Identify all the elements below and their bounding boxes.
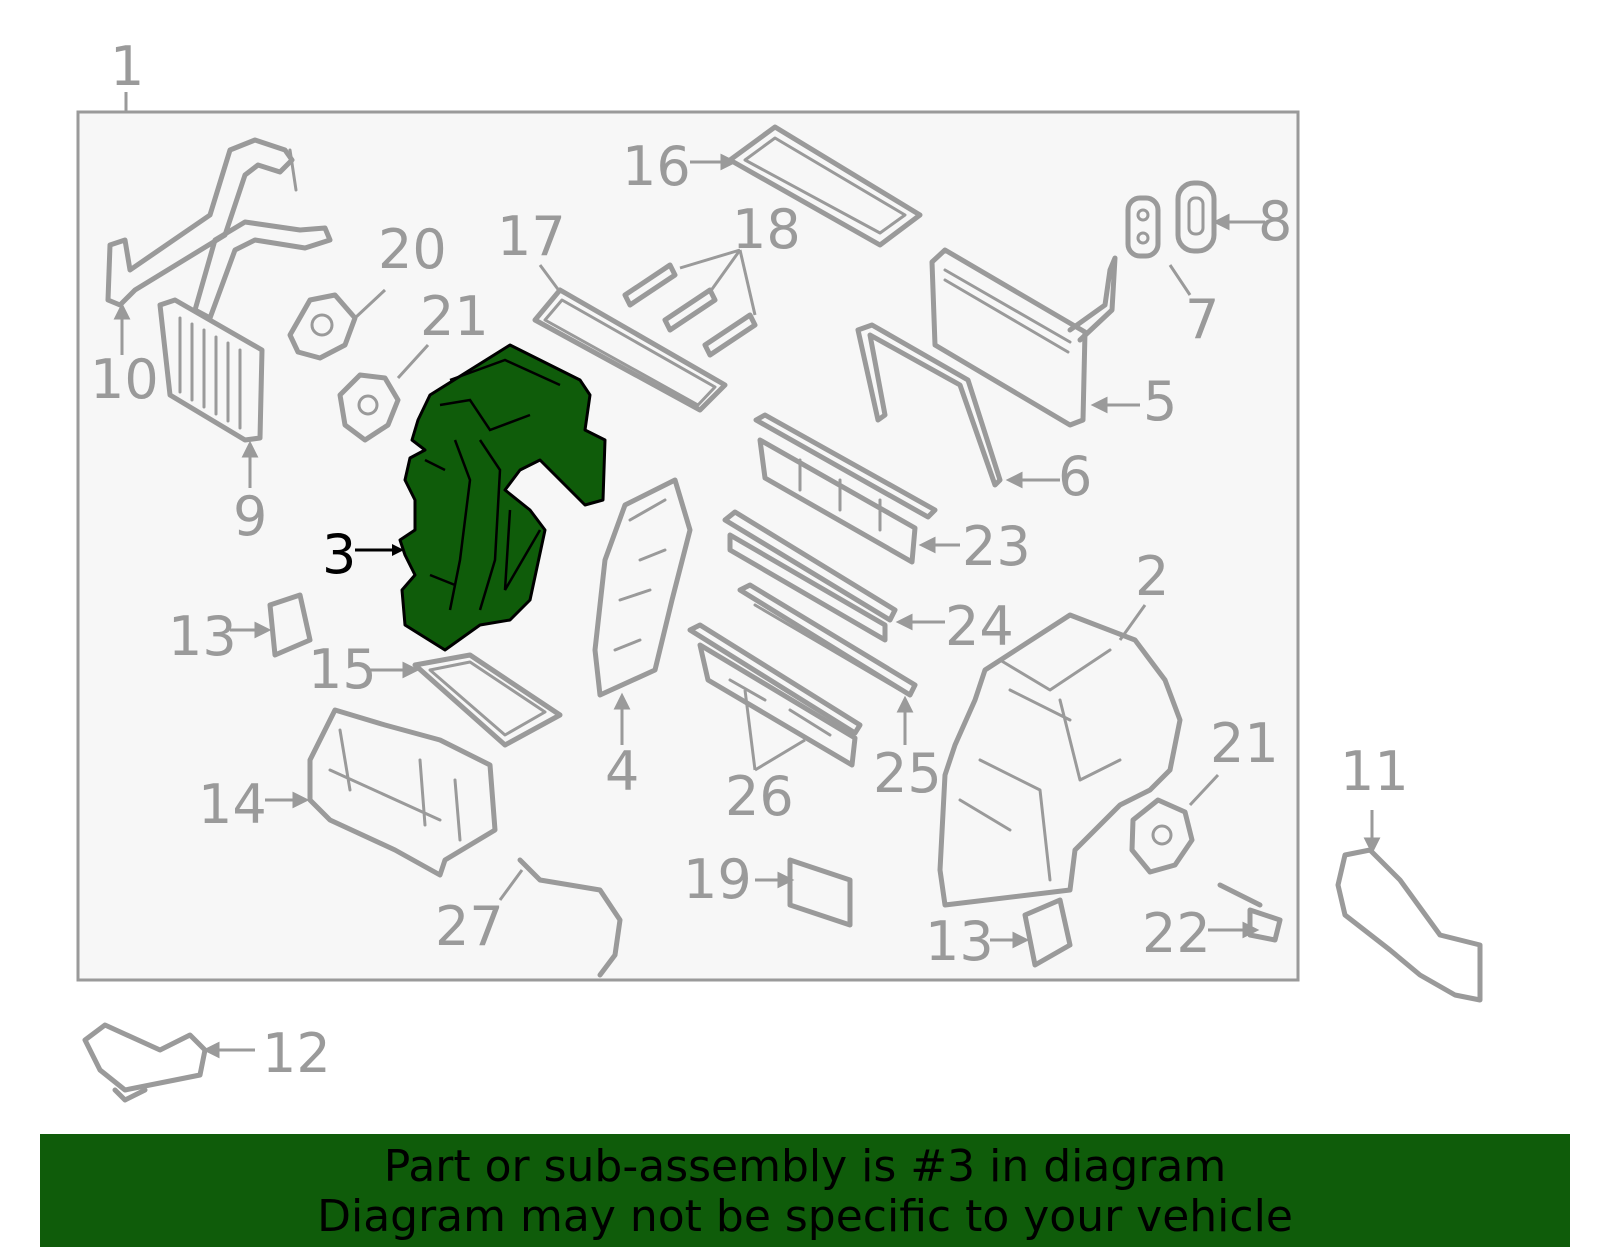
- part-9-heater-core[interactable]: [157, 297, 265, 443]
- part-21-actuator-left[interactable]: [337, 372, 401, 443]
- callout-24: 24: [945, 595, 1014, 658]
- callout-7: 7: [1185, 288, 1219, 351]
- part-13-seal-left[interactable]: [267, 592, 313, 658]
- part-8-seal[interactable]: [1175, 180, 1217, 254]
- callout-15: 15: [308, 638, 377, 701]
- callout-21a: 21: [420, 285, 489, 348]
- part-18-seals[interactable]: [622, 262, 758, 358]
- leader-arrows: [113, 153, 1381, 1059]
- callout-16: 16: [622, 135, 691, 198]
- callout-2: 2: [1135, 545, 1169, 608]
- part-12-duct[interactable]: [82, 1022, 208, 1103]
- banner-line-2: Diagram may not be specific to your vehi…: [317, 1191, 1293, 1242]
- callout-25: 25: [873, 742, 942, 805]
- callout-4: 4: [605, 740, 639, 803]
- banner-line-1: Part or sub-assembly is #3 in diagram: [383, 1141, 1227, 1192]
- callout-23: 23: [962, 515, 1031, 578]
- part-10-heater-pipes[interactable]: [105, 137, 333, 321]
- part-24-door[interactable]: [722, 509, 898, 643]
- callout-6: 6: [1058, 445, 1092, 508]
- callout-13a: 13: [168, 605, 237, 668]
- part-25-door[interactable]: [737, 582, 918, 698]
- callout-19: 19: [683, 848, 752, 911]
- callout-labels: 1 16 18 17 20 21 8 7 5 6 10 9 23 2 24 13…: [90, 35, 1409, 1085]
- callout-12: 12: [262, 1022, 331, 1085]
- part-13-seal-right[interactable]: [1022, 897, 1073, 968]
- callout-13b: 13: [925, 910, 994, 973]
- part-2-case[interactable]: [937, 612, 1183, 908]
- callout-9: 9: [233, 485, 267, 548]
- callout-27: 27: [435, 895, 504, 958]
- callout-10: 10: [90, 348, 159, 411]
- part-14-case[interactable]: [307, 707, 498, 878]
- part-5-evaporator[interactable]: [929, 247, 1118, 428]
- callout-17: 17: [497, 205, 566, 268]
- callout-18: 18: [732, 198, 801, 261]
- leader-arrow-3: [355, 544, 404, 556]
- part-15-cover[interactable]: [412, 652, 563, 748]
- part-6-seal[interactable]: [855, 322, 1003, 488]
- callout-22: 22: [1142, 902, 1211, 965]
- callout-21b: 21: [1210, 712, 1279, 775]
- part-19-seal[interactable]: [787, 857, 853, 928]
- part-16-filter[interactable]: [727, 124, 923, 248]
- callout-20: 20: [378, 218, 447, 281]
- part-17-filter[interactable]: [532, 287, 728, 413]
- callout-26: 26: [725, 765, 794, 828]
- part-3-highlighted-case[interactable]: [398, 343, 607, 652]
- callout-5: 5: [1143, 370, 1177, 433]
- part-20-actuator[interactable]: [287, 292, 358, 361]
- part-4-case-half[interactable]: [592, 477, 693, 698]
- part-23-door[interactable]: [753, 412, 938, 565]
- info-banner: Part or sub-assembly is #3 in diagram Di…: [40, 1134, 1570, 1247]
- part-27-hose[interactable]: [517, 857, 623, 978]
- part-7-seal[interactable]: [1125, 195, 1161, 259]
- callout-8: 8: [1258, 190, 1292, 253]
- callout-1: 1: [110, 35, 144, 98]
- callout-3-highlighted: 3: [322, 523, 356, 586]
- part-11-duct[interactable]: [1335, 847, 1483, 1003]
- callout-14: 14: [198, 773, 267, 836]
- part-26-door[interactable]: [687, 622, 863, 768]
- callout-11: 11: [1340, 740, 1409, 803]
- part-21-actuator-right[interactable]: [1129, 797, 1195, 875]
